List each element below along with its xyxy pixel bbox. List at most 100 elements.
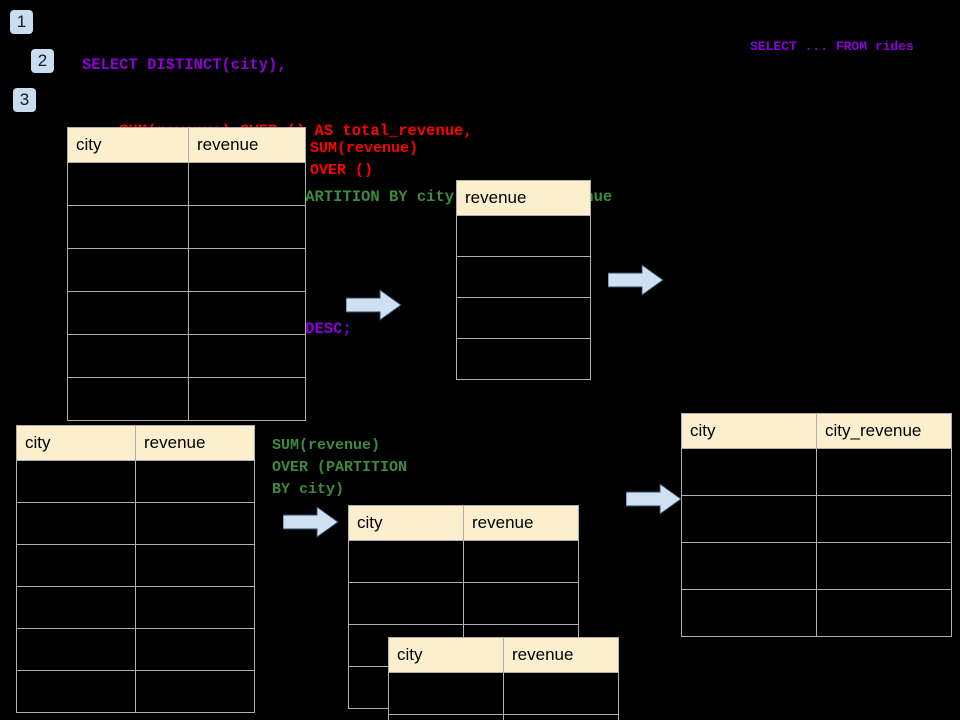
cell-revenue: [135, 670, 255, 713]
column-header-revenue: revenue: [135, 425, 255, 461]
cell-revenue: [188, 162, 306, 206]
cell-city: [681, 589, 817, 637]
cell-city-revenue: [816, 495, 952, 543]
cell-city: [16, 460, 136, 503]
cell-revenue: [135, 628, 255, 671]
cell-revenue: [463, 582, 579, 625]
column-header-city-revenue: city_revenue: [816, 413, 952, 449]
column-header-city: city: [681, 413, 817, 449]
cell-city: [16, 502, 136, 545]
cell-revenue: [135, 544, 255, 587]
table-row: [681, 542, 952, 590]
flow-arrow-icon: [283, 506, 339, 538]
table-header-row: revenue: [456, 180, 591, 216]
cell-city: [388, 714, 504, 720]
cell-city: [348, 582, 464, 625]
table-row: [456, 297, 591, 339]
table-header-row: city revenue: [388, 637, 619, 673]
table-row: [16, 502, 255, 545]
cell-revenue: [135, 502, 255, 545]
cell-revenue: [456, 256, 591, 298]
cell-city: [681, 495, 817, 543]
table-row: [16, 544, 255, 587]
column-header-revenue: revenue: [463, 505, 579, 541]
cell-city: [67, 377, 189, 421]
table-row: [456, 215, 591, 257]
table-row: [67, 334, 306, 378]
table-row: [16, 586, 255, 629]
cell-city-revenue: [816, 542, 952, 590]
cell-city: [681, 448, 817, 496]
column-header-revenue: revenue: [503, 637, 619, 673]
cell-city: [67, 205, 189, 249]
table-row: [388, 714, 619, 720]
table-row: [348, 540, 579, 583]
table-row: [456, 256, 591, 298]
flow-arrow-icon: [626, 483, 682, 515]
cell-revenue: [188, 377, 306, 421]
column-header-revenue: revenue: [456, 180, 591, 216]
flow-arrow-icon: [346, 289, 402, 321]
annotation-select-from-rides: SELECT ... FROM rides: [750, 39, 914, 54]
table-row: [681, 448, 952, 496]
column-header-city: city: [67, 127, 189, 163]
table-row: [16, 670, 255, 713]
source-table-top: city revenue: [67, 127, 306, 421]
total-revenue-table: revenue: [456, 180, 591, 380]
cell-city-revenue: [816, 448, 952, 496]
cell-revenue: [188, 334, 306, 378]
sql-line-1: SELECT DISTINCT(city),: [82, 56, 287, 74]
table-header-row: city city_revenue: [681, 413, 952, 449]
cell-revenue: [456, 297, 591, 339]
annotation-sum-over-partition: SUM(revenue) OVER (PARTITION BY city): [272, 437, 408, 498]
table-row: [67, 205, 306, 249]
cell-revenue: [463, 540, 579, 583]
table-row: [67, 248, 306, 292]
cell-city: [348, 540, 464, 583]
cell-city-revenue: [816, 589, 952, 637]
table-row: [67, 377, 306, 421]
column-header-revenue: revenue: [188, 127, 306, 163]
table-row: [388, 672, 619, 715]
column-header-city: city: [388, 637, 504, 673]
table-header-row: city revenue: [67, 127, 306, 163]
cell-city: [67, 291, 189, 335]
table-row: [67, 162, 306, 206]
column-header-city: city: [348, 505, 464, 541]
table-row: [348, 582, 579, 625]
partition-table-front: city revenue: [388, 637, 619, 720]
cell-revenue: [503, 714, 619, 720]
cell-revenue: [188, 291, 306, 335]
step-badge-1[interactable]: 1: [10, 10, 33, 34]
table-row: [67, 291, 306, 335]
table-header-row: city revenue: [16, 425, 255, 461]
cell-revenue: [503, 672, 619, 715]
cell-revenue: [135, 460, 255, 503]
source-table-bottom: city revenue: [16, 425, 255, 713]
cell-city: [67, 248, 189, 292]
table-row: [16, 628, 255, 671]
cell-revenue: [135, 586, 255, 629]
table-row: [681, 589, 952, 637]
cell-city: [16, 544, 136, 587]
step-badge-2[interactable]: 2: [31, 49, 54, 73]
annotation-sum-over-empty: SUM(revenue) OVER (): [310, 140, 419, 179]
table-row: [16, 460, 255, 503]
cell-revenue: [188, 205, 306, 249]
cell-city: [67, 162, 189, 206]
cell-city: [16, 586, 136, 629]
table-row: [456, 338, 591, 380]
result-table: city city_revenue: [681, 413, 952, 637]
cell-city: [681, 542, 817, 590]
cell-revenue: [456, 215, 591, 257]
step-badge-3[interactable]: 3: [13, 88, 36, 112]
cell-city: [388, 672, 504, 715]
flow-arrow-icon: [608, 264, 664, 296]
cell-city: [16, 670, 136, 713]
table-row: [681, 495, 952, 543]
cell-revenue: [188, 248, 306, 292]
cell-revenue: [456, 338, 591, 380]
cell-city: [67, 334, 189, 378]
column-header-city: city: [16, 425, 136, 461]
